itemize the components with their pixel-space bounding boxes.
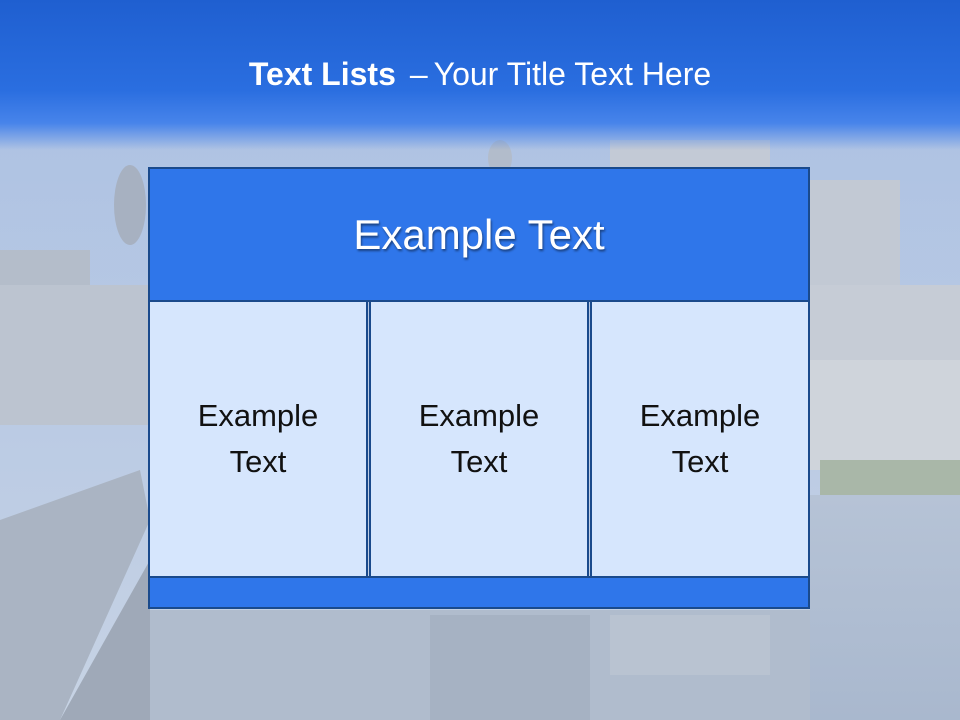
diagram-cell-text: Example Text xyxy=(418,398,540,479)
diagram-cell: Example Text xyxy=(369,300,589,578)
diagram-header-box: Example Text xyxy=(148,167,810,302)
title-rest: Your Title Text Here xyxy=(433,56,712,92)
diagram-cell: Example Text xyxy=(148,300,368,578)
title-bold-part: Text Lists xyxy=(248,56,396,92)
slide-title: Text Lists–Your Title Text Here xyxy=(0,52,960,96)
diagram-cell-text: Example Text xyxy=(197,398,319,479)
diagram-cell-text: Example Text xyxy=(639,398,761,479)
diagram-footer-bar xyxy=(148,576,810,609)
diagram-cell: Example Text xyxy=(590,300,810,578)
title-separator: – xyxy=(409,56,428,92)
header-band xyxy=(0,0,960,150)
text-list-diagram: Example Text Example Text Example Text E… xyxy=(148,167,810,609)
diagram-cells: Example Text Example Text Example Text xyxy=(148,300,810,578)
diagram-header-text: Example Text xyxy=(353,210,605,258)
